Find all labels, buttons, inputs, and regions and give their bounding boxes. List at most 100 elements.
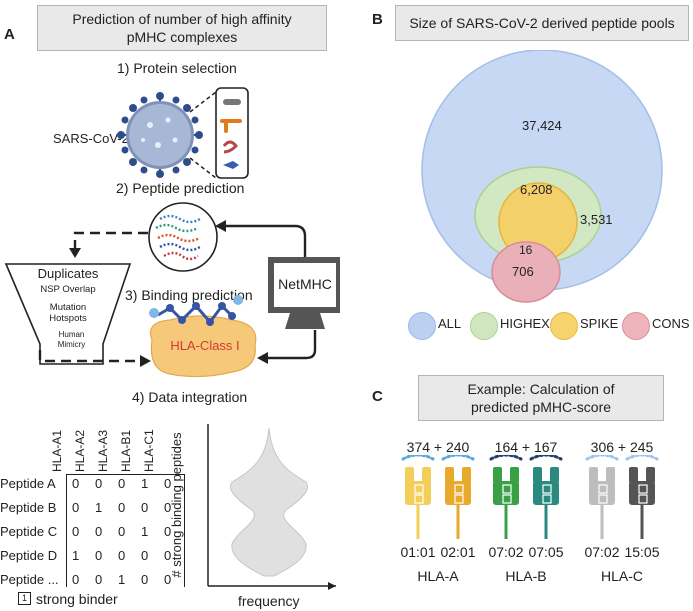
- matrix-cell: 0: [72, 476, 80, 491]
- matrix-cell: 0: [164, 476, 172, 491]
- hla-domain-box: [542, 484, 552, 494]
- venn-diagram: [421, 50, 663, 303]
- matrix-cell: 0: [118, 476, 126, 491]
- matrix-cell: 1: [118, 572, 126, 587]
- matrix-cell: 0: [72, 500, 80, 515]
- hla-molecule-icon: [489, 455, 523, 539]
- hla-transmembrane: [456, 505, 460, 539]
- matrix-cell: 0: [164, 500, 172, 515]
- panel-b-title: Size of SARS-CoV-2 derived peptide pools: [395, 5, 689, 41]
- legend-label-spike: SPIKE: [580, 316, 619, 331]
- legend-label-all: ALL: [438, 316, 462, 331]
- netmhc-label: NetMHC: [278, 276, 332, 292]
- virus-label: SARS-CoV-2: [53, 131, 129, 146]
- matrix-cell: 0: [164, 524, 172, 539]
- panel-c-title-line1: Example: Calculation of: [467, 381, 615, 397]
- matrix-cell: 0: [141, 500, 149, 515]
- nsp-overlap-label: NSP Overlap: [40, 284, 96, 295]
- legend-label-highex: HIGHEX: [500, 316, 550, 331]
- hla-molecule-icon: [585, 455, 619, 539]
- hla-alpha-domain: [606, 467, 615, 483]
- venn-all-count: 37,424: [522, 118, 562, 133]
- hla-c-score-sum: 306 + 245: [590, 439, 654, 455]
- venn-cons-ellipse: [491, 241, 561, 303]
- step-peptide-prediction: 2) Peptide prediction: [116, 180, 245, 196]
- panel-a-title-line2: pMHC complexes: [126, 29, 238, 45]
- hla-b-score-sum: 164 + 167: [494, 439, 558, 455]
- hla-c-locus: HLA-C: [600, 568, 643, 584]
- hla-transmembrane: [600, 505, 604, 539]
- matrix-cell: 1: [72, 548, 80, 563]
- hla-alpha-domain: [629, 467, 638, 483]
- violin-ylabel: # strong binding peptides: [169, 432, 184, 578]
- protein-selection-box: [215, 87, 249, 179]
- matrix-cell: 0: [95, 476, 103, 491]
- matrix-cell: 0: [164, 572, 172, 587]
- panel-b-letter: B: [372, 11, 383, 28]
- hla-molecule-drawings: [401, 455, 659, 539]
- hla-transmembrane: [416, 505, 420, 539]
- panel-a-title: Prediction of number of high affinity pM…: [37, 5, 327, 51]
- strong-binder-legend-box: 1: [18, 592, 31, 605]
- hla-a-score-sum: 374 + 240: [406, 439, 470, 455]
- netmhc-computer-icon: [268, 257, 340, 329]
- hla-alpha-domain: [589, 467, 598, 483]
- mutation-label: Mutation: [49, 302, 87, 313]
- hla-molecule-icon: [625, 455, 659, 539]
- legend-swatch-spike: [550, 312, 578, 340]
- legend-swatch-highex: [470, 312, 498, 340]
- legend-swatch-cons: [622, 312, 650, 340]
- matrix-cell: 0: [118, 548, 126, 563]
- hla-transmembrane: [544, 505, 548, 539]
- hla-class-i-molecule: [149, 295, 257, 378]
- peptide-dots: [585, 455, 619, 461]
- hla-domain-box: [542, 494, 552, 504]
- virus-icon: [117, 92, 203, 178]
- hla-b-allele-1: 07:02: [488, 544, 524, 560]
- venn-spike-count: 6,208: [520, 182, 553, 197]
- matrix-cell: 0: [118, 500, 126, 515]
- violin-plot: [207, 424, 336, 590]
- hla-domain-box: [638, 494, 648, 504]
- matrix-frame: [66, 474, 185, 587]
- peptide-dots: [441, 455, 475, 461]
- hla-transmembrane: [504, 505, 508, 539]
- hla-domain-box: [414, 484, 424, 494]
- hla-domain-box: [502, 494, 512, 504]
- matrix-cell: 1: [141, 524, 149, 539]
- matrix-row-label: Peptide C: [0, 524, 58, 539]
- matrix-row-label: Peptide B: [0, 500, 57, 515]
- venn-overlap-count: 16: [519, 243, 533, 257]
- panel-a-letter: A: [4, 26, 15, 43]
- hla-alpha-domain: [462, 467, 471, 483]
- panel-c-title: Example: Calculation of predicted pMHC-s…: [418, 375, 664, 421]
- peptide-prediction-circle: [148, 202, 218, 272]
- hla-c-allele-2: 15:05: [624, 544, 660, 560]
- hla-a-allele-2: 02:01: [440, 544, 476, 560]
- strong-binder-legend-text: strong binder: [36, 591, 118, 607]
- panel-a-illustration: [4, 87, 340, 378]
- hla-molecule-icon: [529, 455, 563, 539]
- peptide-dots: [401, 455, 435, 461]
- matrix-cell: 0: [141, 572, 149, 587]
- matrix-row-label: Peptide ...: [0, 572, 59, 587]
- hla-alpha-domain: [493, 467, 502, 483]
- hla-a-allele-1: 01:01: [400, 544, 436, 560]
- panel-a-title-line1: Prediction of number of high affinity: [72, 11, 292, 27]
- hla-domain-box: [502, 484, 512, 494]
- hla-c-allele-1: 07:02: [584, 544, 620, 560]
- matrix-row-label: Peptide A: [0, 476, 56, 491]
- hla-alpha-domain: [422, 467, 431, 483]
- step-protein-selection: 1) Protein selection: [117, 60, 237, 76]
- matrix-cell: 1: [95, 500, 103, 515]
- hla-alpha-domain: [533, 467, 542, 483]
- peptide-dots: [625, 455, 659, 461]
- matrix-cell: 0: [95, 548, 103, 563]
- hla-domain-box: [414, 494, 424, 504]
- step-data-integration: 4) Data integration: [132, 389, 248, 405]
- hla-alpha-domain: [405, 467, 414, 483]
- matrix-cell: 1: [141, 476, 149, 491]
- matrix-row-label: Peptide D: [0, 548, 58, 563]
- matrix-cell: 0: [118, 524, 126, 539]
- hla-alpha-domain: [550, 467, 559, 483]
